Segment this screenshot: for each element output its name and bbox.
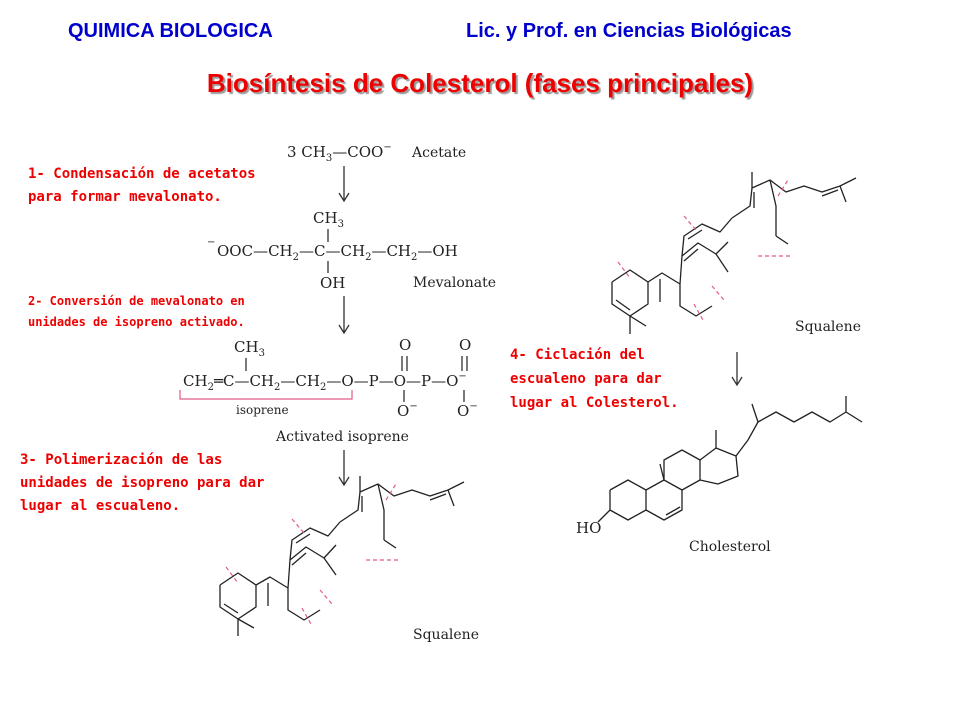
squalene-structure-upper: [611, 172, 857, 334]
acetate-structure: 3 CH3—COO− Acetate: [287, 142, 466, 164]
step-4-line-2: escualeno para dar: [510, 371, 662, 387]
step-3-text: 3- Polimerización de las unidades de iso…: [20, 449, 265, 518]
step-4-line-3: lugar al Colesterol.: [510, 395, 679, 411]
squalene-structure-lower: [219, 476, 465, 636]
isoprene-bracket-label: isoprene: [236, 403, 289, 417]
svg-text:O: O: [459, 336, 471, 354]
step-2-line-2: unidades de isopreno activado.: [28, 315, 245, 329]
svg-text:OOC—CH2—C—CH2—CH2—OH: OOC—CH2—C—CH2—CH2—OH: [217, 242, 458, 263]
step-3-line-2: unidades de isopreno para dar: [20, 475, 265, 491]
svg-text:OH: OH: [320, 274, 345, 292]
reaction-arrow-3: [338, 450, 350, 487]
isoprene-bracket: [179, 390, 353, 400]
svg-text:O−: O−: [397, 401, 418, 420]
squalene-label-lower: Squalene: [413, 627, 479, 643]
activated-isoprene-label: Activated isoprene: [275, 429, 409, 445]
svg-text:−: −: [207, 237, 215, 248]
course-title: QUIMICA BIOLOGICA: [68, 20, 273, 42]
svg-text:O−: O−: [457, 401, 478, 420]
svg-text:CH2═C—CH2—CH2—O—P—O—P—O−: CH2═C—CH2—CH2—O—P—O—P—O−: [183, 371, 467, 393]
step-4-text: 4- Ciclación del escualeno para dar luga…: [510, 343, 679, 415]
acetate-label: Acetate: [411, 145, 466, 161]
step-2-line-1: 2- Conversión de mevalonato en: [28, 294, 245, 308]
svg-text:3 CH3—COO−: 3 CH3—COO−: [287, 142, 392, 164]
mevalonate-structure: CH3 − OOC—CH2—C—CH2—CH2—OH OH Mevalonate: [207, 209, 496, 292]
squalene-cut-marks-upper: [617, 179, 792, 323]
step-3-line-1: 3- Polimerización de las: [20, 452, 223, 468]
reaction-arrow-1: [338, 166, 350, 203]
cholesterol-structure: [597, 396, 863, 523]
step-1-line-2: para formar mevalonato.: [28, 189, 222, 205]
slide-title: Biosíntesis de Colesterol (fases princip…: [206, 68, 754, 98]
svg-text:CH3: CH3: [234, 338, 265, 359]
step-1-line-1: 1- Condensación de acetatos: [28, 166, 256, 182]
squalene-label-upper: Squalene: [795, 319, 861, 335]
program-title: Lic. y Prof. en Ciencias Biológicas: [466, 20, 792, 42]
svg-text:O: O: [399, 336, 411, 354]
activated-isoprene-structure: CH3 CH2═C—CH2—CH2—O—P—O—P—O− O O− O O− i…: [179, 336, 478, 445]
step-3-line-3: lugar al escualeno.: [20, 498, 181, 514]
svg-text:CH3: CH3: [313, 209, 344, 230]
mevalonate-label: Mevalonate: [413, 275, 496, 291]
squalene-cut-marks-lower: [225, 483, 400, 627]
reaction-arrow-4: [731, 352, 743, 387]
step-4-line-1: 4- Ciclación del: [510, 347, 645, 363]
cholesterol-label: Cholesterol: [689, 539, 771, 555]
cholesterol-ho: HO: [576, 519, 601, 537]
step-1-text: 1- Condensación de acetatos para formar …: [28, 163, 256, 209]
step-2-text: 2- Conversión de mevalonato en unidades …: [28, 291, 245, 333]
reaction-arrow-2: [338, 296, 350, 335]
